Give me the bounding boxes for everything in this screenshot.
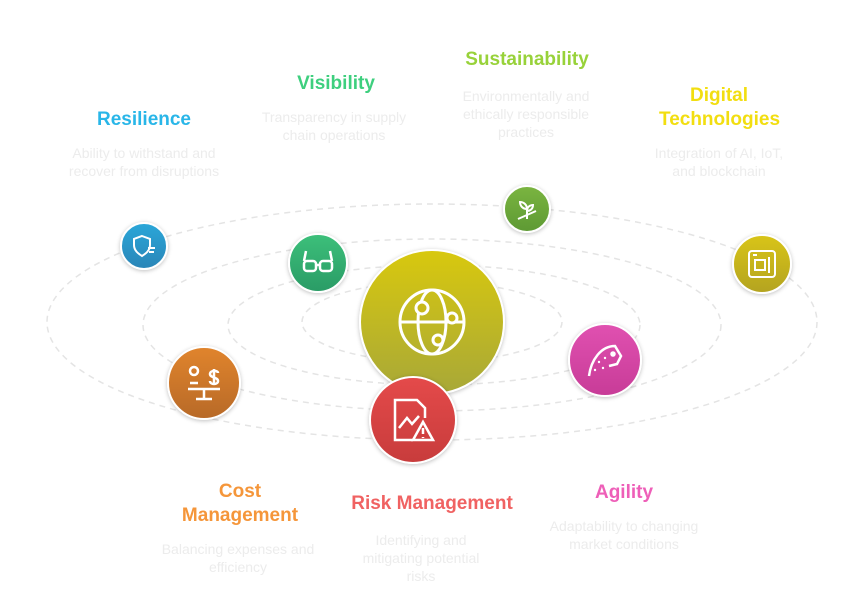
sustainability-node[interactable] <box>503 185 551 233</box>
orbit-ring-2 <box>142 238 722 412</box>
sustainability-title: Sustainability <box>465 49 589 70</box>
shield-wind-icon <box>133 234 155 258</box>
glasses-icon <box>302 250 334 273</box>
plant-sprout-icon <box>517 200 537 220</box>
cost-management-description: Balancing expenses and efficiency <box>161 541 315 575</box>
agility-node[interactable] <box>568 323 642 397</box>
visibility-node[interactable] <box>288 233 348 293</box>
sustainability-description: Environmentally and ethically responsibl… <box>462 88 590 140</box>
digital-technologies-description: Integration of AI, IoT, and blockchain <box>654 145 784 179</box>
chart-warning-icon <box>393 398 436 442</box>
globe-network-icon <box>398 288 466 356</box>
visibility-description: Transparency in supply chain operations <box>261 109 407 143</box>
agility-title: Agility <box>594 482 654 503</box>
circuit-chip-icon <box>748 250 776 278</box>
cost-management-title: Cost Management <box>181 481 299 526</box>
balance-scale-icon <box>188 365 220 401</box>
digital-technologies-node[interactable] <box>732 234 792 294</box>
agility-description: Adaptability to changing market conditio… <box>549 518 699 552</box>
resilience-title: Resilience <box>97 109 191 130</box>
risk-management-node[interactable] <box>369 376 457 464</box>
risk-management-title: Risk Management <box>351 493 513 514</box>
resilience-node[interactable] <box>120 222 168 270</box>
orbit-ring-inner <box>301 281 563 363</box>
digital-technologies-title: Digital Technologies <box>659 85 781 130</box>
visibility-title: Visibility <box>297 73 375 94</box>
resilience-description: Ability to withstand and recover from di… <box>68 145 220 179</box>
cheetah-icon <box>587 344 623 377</box>
hub-node[interactable] <box>359 249 505 395</box>
cost-management-node[interactable] <box>167 346 241 420</box>
risk-management-description: Identifying and mitigating potential ris… <box>362 532 480 584</box>
